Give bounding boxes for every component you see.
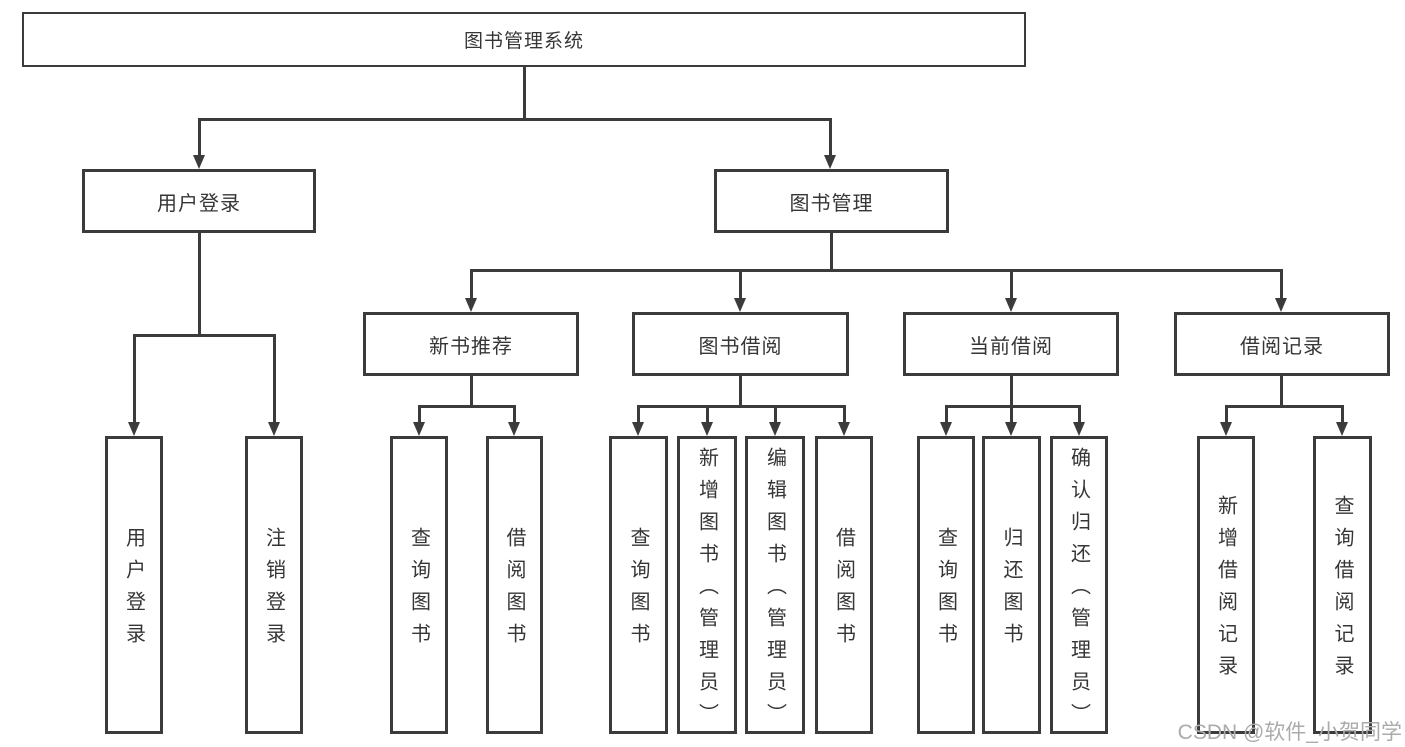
connector-line bbox=[1010, 269, 1013, 299]
connector-line bbox=[1010, 405, 1013, 422]
arrowhead-icon bbox=[1073, 422, 1085, 436]
arrowhead-icon bbox=[1220, 422, 1232, 436]
connector-line bbox=[774, 405, 777, 422]
leaf-edit-book-admin: 编辑图书（管理员） bbox=[745, 436, 805, 735]
node-current-borrowing: 当前借阅 bbox=[903, 312, 1119, 376]
node-label: 图书借阅 bbox=[698, 335, 783, 358]
node-label: 借阅图书 bbox=[832, 527, 855, 655]
connector-line bbox=[739, 269, 742, 299]
connector-line bbox=[637, 405, 640, 422]
leaf-add-book-admin: 新增图书（管理员） bbox=[677, 436, 737, 735]
connector-line bbox=[1078, 405, 1081, 422]
arrowhead-icon bbox=[128, 422, 140, 436]
connector-line bbox=[198, 118, 832, 121]
arrowhead-icon bbox=[1005, 298, 1017, 312]
connector-line bbox=[706, 405, 709, 422]
connector-line bbox=[198, 118, 201, 156]
connector-line bbox=[418, 405, 516, 408]
arrowhead-icon bbox=[508, 422, 520, 436]
arrowhead-icon bbox=[1275, 298, 1287, 312]
leaf-logout: 注销登录 bbox=[245, 436, 303, 734]
connector-line bbox=[418, 405, 421, 422]
node-user-login: 用户登录 bbox=[82, 169, 316, 233]
leaf-add-borrow-record: 新增借阅记录 bbox=[1197, 436, 1255, 734]
arrowhead-icon bbox=[824, 155, 836, 169]
connector-line bbox=[1280, 269, 1283, 299]
node-label: 查询借阅记录 bbox=[1331, 495, 1353, 687]
connector-line bbox=[470, 376, 473, 408]
node-label: 新增图书（管理员） bbox=[695, 447, 718, 735]
node-label: 查询图书 bbox=[934, 527, 957, 655]
connector-line bbox=[739, 376, 742, 408]
node-label: 查询图书 bbox=[407, 527, 430, 655]
arrowhead-icon bbox=[465, 298, 477, 312]
node-label: 借阅图书 bbox=[503, 527, 525, 655]
node-label: 用户登录 bbox=[122, 527, 145, 655]
node-label: 图书管理系统 bbox=[463, 31, 584, 52]
node-label: 注销登录 bbox=[262, 527, 285, 655]
leaf-borrow-books: 借阅图书 bbox=[815, 436, 873, 734]
arrowhead-icon bbox=[838, 422, 850, 436]
node-label: 归还图书 bbox=[1000, 527, 1022, 655]
node-label: 查询图书 bbox=[627, 527, 649, 655]
leaf-borrow-books-newbook: 借阅图书 bbox=[486, 436, 543, 734]
connector-line bbox=[637, 405, 846, 408]
connector-line bbox=[198, 233, 201, 336]
arrowhead-icon bbox=[940, 422, 952, 436]
node-label: 新增借阅记录 bbox=[1214, 495, 1237, 687]
node-book-management: 图书管理 bbox=[714, 169, 949, 233]
connector-line bbox=[945, 405, 948, 422]
connector-line bbox=[470, 269, 473, 299]
leaf-query-books-newbook: 查询图书 bbox=[390, 436, 448, 734]
leaf-user-login: 用户登录 bbox=[105, 436, 163, 734]
connector-line bbox=[513, 405, 516, 422]
leaf-query-books-borrow: 查询图书 bbox=[609, 436, 668, 734]
node-new-book-recommend: 新书推荐 bbox=[363, 312, 579, 376]
connector-line bbox=[1225, 405, 1343, 408]
arrowhead-icon bbox=[1336, 422, 1348, 436]
csdn-watermark: CSDN @软件_小贺同学 bbox=[1177, 721, 1402, 744]
connector-line bbox=[1341, 405, 1344, 422]
connector-line bbox=[1280, 376, 1283, 408]
connector-line bbox=[829, 118, 832, 156]
arrowhead-icon bbox=[734, 298, 746, 312]
connector-line bbox=[1225, 405, 1228, 422]
arrowhead-icon bbox=[632, 422, 644, 436]
arrowhead-icon bbox=[701, 422, 713, 436]
node-book-borrowing: 图书借阅 bbox=[632, 312, 849, 376]
leaf-query-borrow-record: 查询借阅记录 bbox=[1313, 436, 1372, 734]
node-label: 当前借阅 bbox=[969, 335, 1053, 358]
connector-line bbox=[830, 233, 833, 271]
node-label: 图书管理 bbox=[789, 192, 874, 215]
connector-line bbox=[133, 334, 276, 337]
arrowhead-icon bbox=[413, 422, 425, 436]
connector-line bbox=[843, 405, 846, 422]
connector-line bbox=[133, 334, 136, 422]
node-label: 新书推荐 bbox=[429, 335, 513, 358]
arrowhead-icon bbox=[268, 422, 280, 436]
leaf-return-books: 归还图书 bbox=[982, 436, 1041, 734]
arrowhead-icon bbox=[193, 155, 205, 169]
connector-line bbox=[470, 269, 1283, 272]
node-label: 借阅记录 bbox=[1240, 335, 1324, 358]
arrowhead-icon bbox=[1005, 422, 1017, 436]
node-label: 用户登录 bbox=[157, 192, 241, 215]
connector-line bbox=[945, 405, 1081, 408]
node-borrowing-records: 借阅记录 bbox=[1174, 312, 1390, 376]
node-label: 确认归还（管理员） bbox=[1067, 447, 1090, 735]
connector-line bbox=[523, 67, 526, 120]
leaf-confirm-return-admin: 确认归还（管理员） bbox=[1050, 436, 1108, 735]
node-label: 编辑图书（管理员） bbox=[763, 447, 786, 735]
arrowhead-icon bbox=[769, 422, 781, 436]
connector-line bbox=[273, 334, 276, 422]
connector-line bbox=[1010, 376, 1013, 408]
node-library-management-system: 图书管理系统 bbox=[22, 12, 1026, 67]
leaf-query-books-current: 查询图书 bbox=[917, 436, 975, 734]
